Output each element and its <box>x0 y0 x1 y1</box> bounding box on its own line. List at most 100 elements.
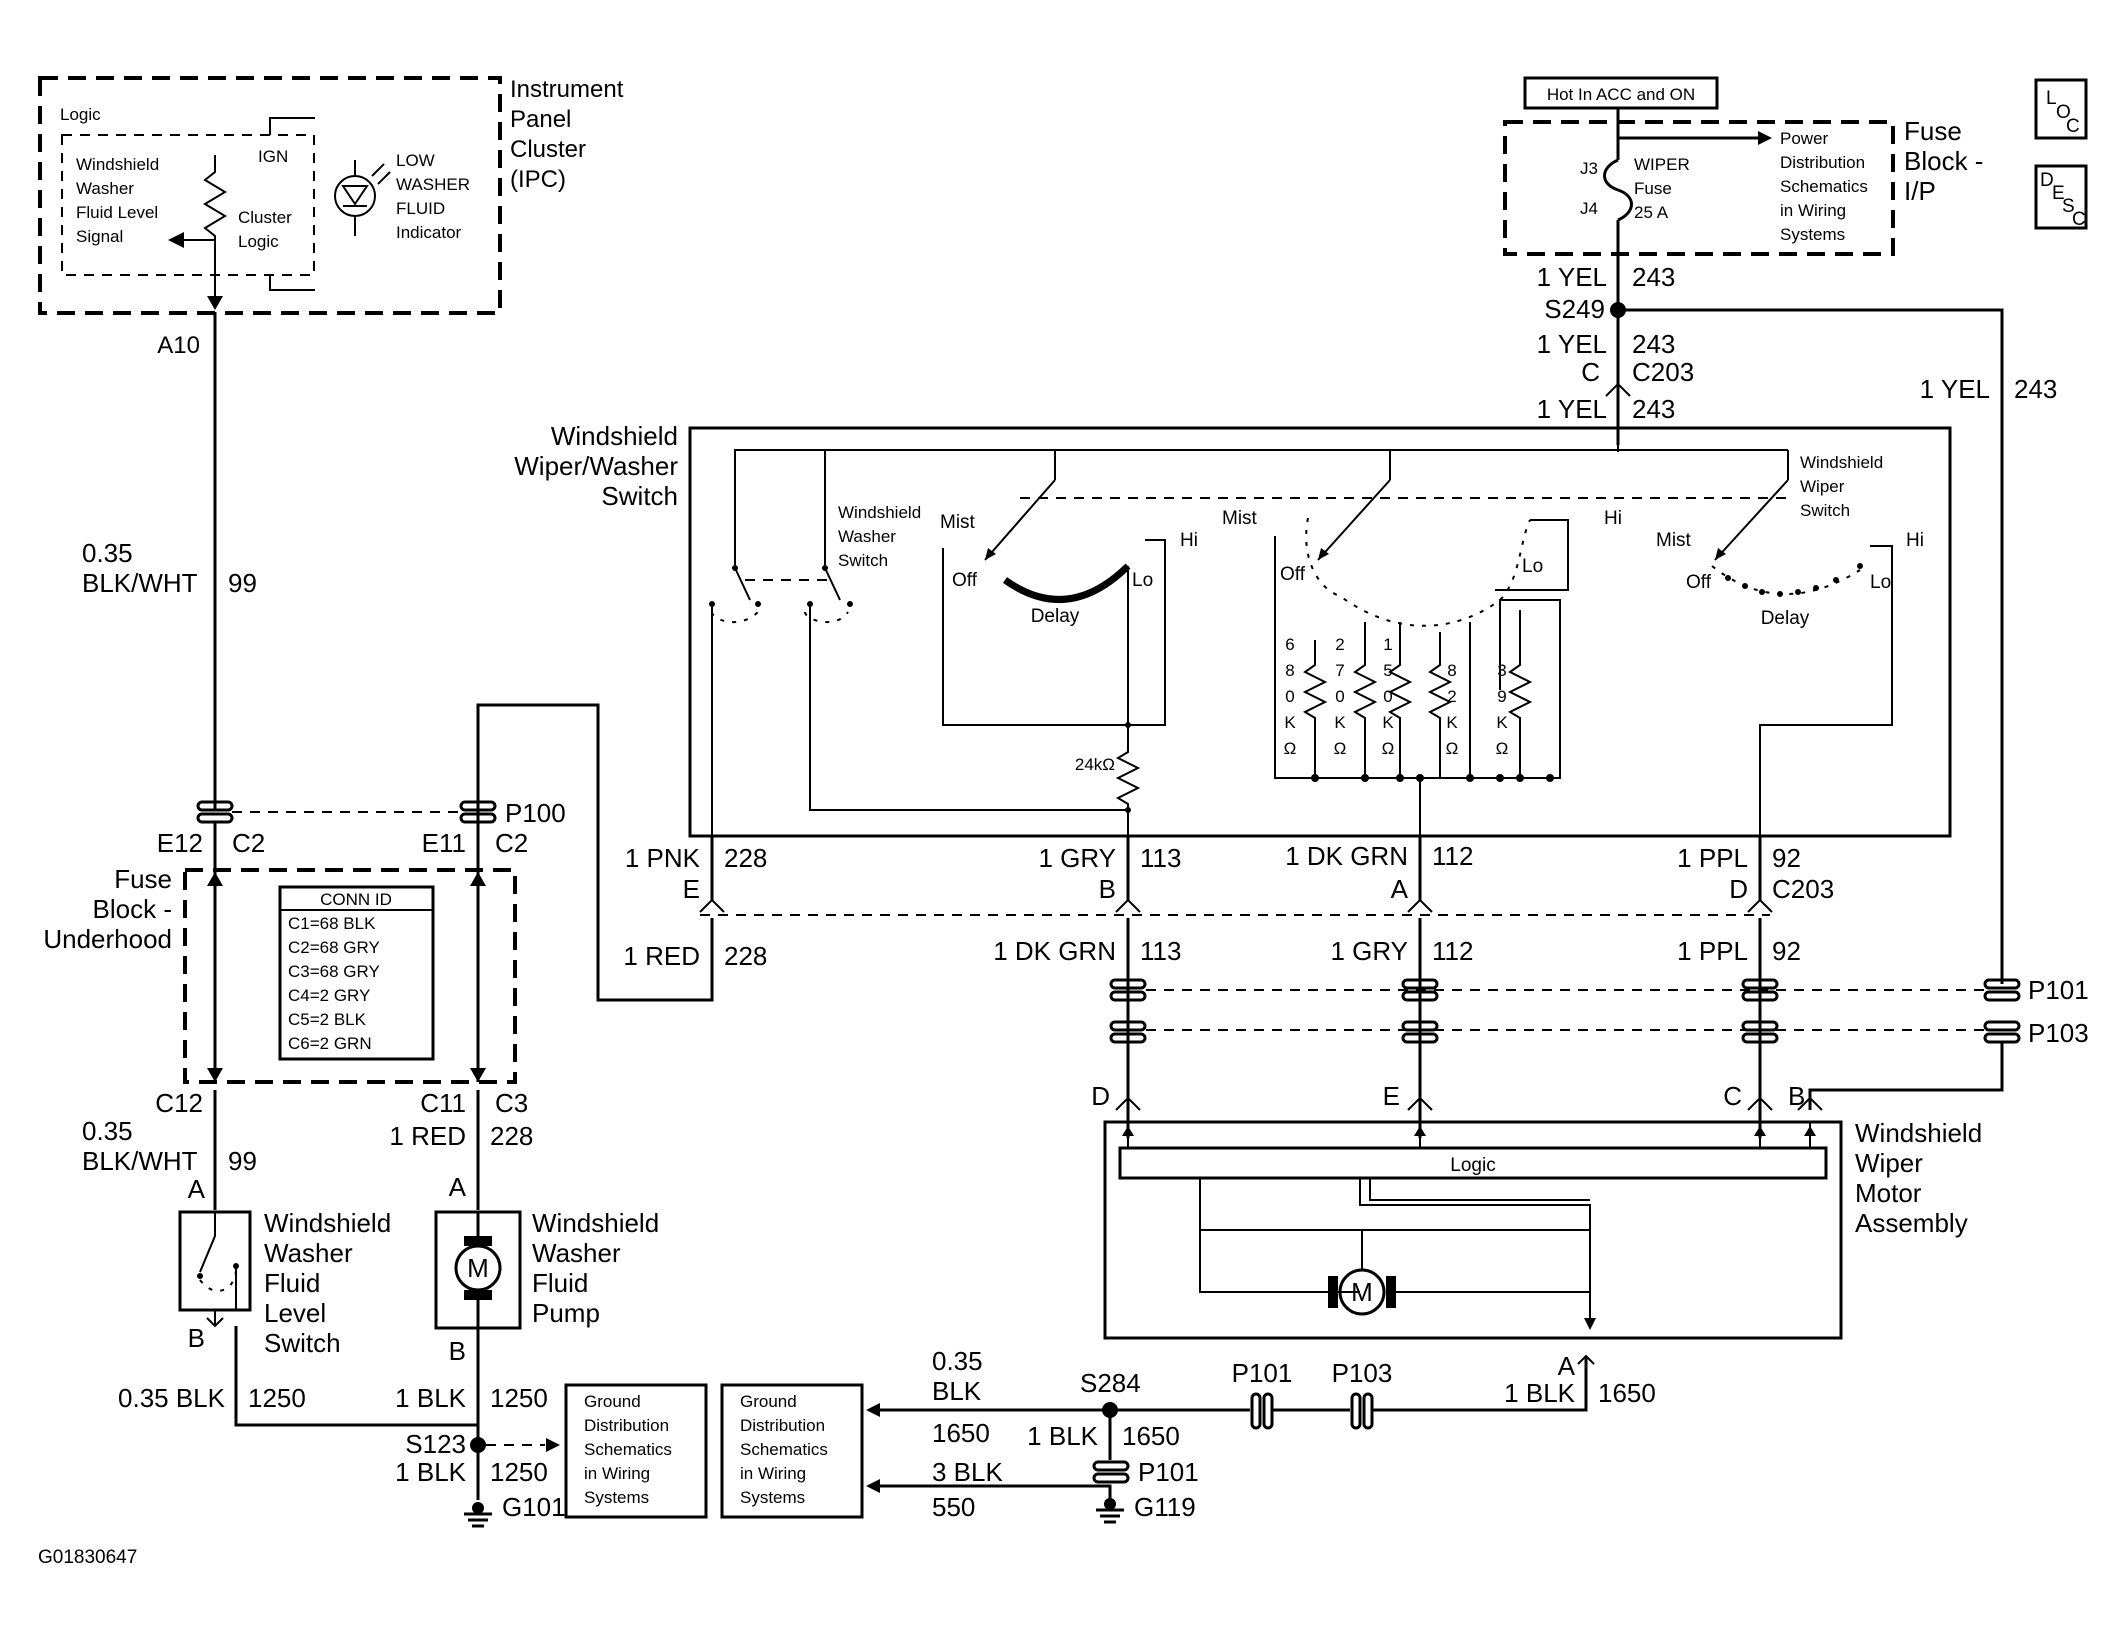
svg-text:2: 2 <box>1447 687 1456 706</box>
svg-text:K: K <box>1496 713 1508 732</box>
wiper-switch-1: Windshield <box>1800 453 1883 472</box>
motor-logic-label: Logic <box>1450 1155 1495 1176</box>
splice-s284-label: S284 <box>1080 1368 1141 1398</box>
svg-text:K: K <box>1334 713 1346 732</box>
svg-text:K: K <box>1284 713 1296 732</box>
svg-text:9: 9 <box>1497 687 1506 706</box>
power-ref-3: Schematics <box>1780 177 1868 196</box>
ipc-indicator-4: Indicator <box>396 223 462 242</box>
level-title-4: Level <box>264 1298 326 1328</box>
wiper-switch-2: Wiper <box>1800 477 1845 496</box>
wiper-fuse-3: 25 A <box>1634 203 1669 222</box>
c203-bottom-color-1: 1 DK GRN <box>993 936 1116 966</box>
feed-wire1-circuit: 243 <box>1632 262 1675 292</box>
c203-bottom-color-3: 1 PPL <box>1677 936 1748 966</box>
gnd-ref-right-3: Schematics <box>740 1440 828 1459</box>
feed-wire1-color: 1 YEL <box>1537 262 1607 292</box>
g119-w3-color: 3 BLK <box>932 1457 1003 1487</box>
pump-gnd-color: 1 BLK <box>395 1383 466 1413</box>
p101-p103-connectors: P101 P103 <box>1109 975 2089 1110</box>
switch-title-3: Switch <box>601 481 678 511</box>
level-gnd-circuit: 1250 <box>248 1383 306 1413</box>
svg-text:8: 8 <box>1285 661 1294 680</box>
desc-icon[interactable]: D E S C <box>2034 164 2088 230</box>
motor-pin-d: D <box>1091 1081 1110 1111</box>
c203-pin-b: B <box>1099 874 1116 904</box>
switch-title-2: Wiper/Washer <box>514 451 678 481</box>
g119-w1-circuit: 1650 <box>932 1418 990 1448</box>
ipc-cluster-logic-1: Cluster <box>238 208 292 227</box>
c203-top-circuit-1: 113 <box>1140 843 1181 873</box>
ipc-title-4: (IPC) <box>510 166 566 193</box>
wiper-off-label: Off <box>1686 572 1712 593</box>
motor-title-4: Assembly <box>1855 1208 1968 1238</box>
c203-bottom-circuit-1: 113 <box>1140 936 1181 966</box>
pump-motor-icon: M <box>454 1236 502 1300</box>
ipc-module: Instrument Panel Cluster (IPC) Logic Win… <box>38 76 624 315</box>
washer-switch-2: Washer <box>838 527 896 546</box>
svg-text:K: K <box>1446 713 1458 732</box>
fuse-ip-title-3: I/P <box>1904 176 1936 206</box>
pump-gnd-circuit: 1250 <box>490 1383 548 1413</box>
level-title-5: Switch <box>264 1328 341 1358</box>
ipc-cluster-logic-2: Logic <box>238 232 279 251</box>
svg-text:L: L <box>2046 88 2057 109</box>
svg-text:3: 3 <box>1497 661 1506 680</box>
c203-pin-e: E <box>683 874 700 904</box>
g101-label: G101 <box>502 1492 566 1522</box>
svg-text:7: 7 <box>1335 661 1344 680</box>
conn-id-c5: C5=2 BLK <box>288 1010 367 1029</box>
delay-mist-label: Mist <box>940 512 976 533</box>
svg-text:M: M <box>467 1253 489 1283</box>
wiper-lo-label: Lo <box>1870 572 1891 593</box>
g119-w2-color: 1 BLK <box>1027 1421 1098 1451</box>
level-wire-gauge: 0.35 <box>82 1116 133 1146</box>
gnd-ref-right-4: in Wiring <box>740 1464 806 1483</box>
g119-w4-circuit: 1650 <box>1598 1378 1656 1408</box>
gnd-ref-left-4: in Wiring <box>584 1464 650 1483</box>
g101-wire-circuit: 1250 <box>490 1457 548 1487</box>
switch-title-1: Windshield <box>551 421 678 451</box>
ground-g101-icon <box>464 1502 492 1528</box>
svg-text:M: M <box>1351 1277 1373 1307</box>
conn-id-c4: C4=2 GRY <box>288 986 370 1005</box>
svg-text:0: 0 <box>1285 687 1294 706</box>
svg-text:2: 2 <box>1335 635 1344 654</box>
loc-icon[interactable]: L O C <box>2034 78 2088 140</box>
pump-title-3: Fluid <box>532 1268 588 1298</box>
motor-title-1: Windshield <box>1855 1118 1982 1148</box>
g101-wire-color: 1 BLK <box>395 1457 466 1487</box>
conn-id-c3: C3=68 GRY <box>288 962 380 981</box>
ipc-signal-1: Windshield <box>76 155 159 174</box>
pump-title-2: Washer <box>532 1238 621 1268</box>
inline-p103-icon <box>1350 1392 1374 1430</box>
g119-w1-gauge: 0.35 <box>932 1346 983 1376</box>
pump-wire-circuit: 228 <box>490 1121 533 1151</box>
c203-bottom-circuit-2: 112 <box>1432 936 1473 966</box>
wiper-fuse-1: WIPER <box>1634 155 1690 174</box>
c203-top-color-1: 1 GRY <box>1038 843 1116 873</box>
motor-pin-e: E <box>1383 1081 1400 1111</box>
washer-switch-3: Switch <box>838 551 888 570</box>
svg-text:6: 6 <box>1285 635 1294 654</box>
gnd-ref-right-2: Distribution <box>740 1416 825 1435</box>
wiper-switch-3: Switch <box>1800 501 1850 520</box>
power-ref-5: Systems <box>1780 225 1845 244</box>
c203-bottom-label: C203 <box>1772 874 1834 904</box>
svg-text:0: 0 <box>1335 687 1344 706</box>
svg-text:K: K <box>1382 713 1394 732</box>
low-washer-fluid-led-icon <box>334 160 391 236</box>
level-title-3: Fluid <box>264 1268 320 1298</box>
wiper-fuse-2: Fuse <box>1634 179 1672 198</box>
ground-g119-icon <box>1096 1498 1124 1524</box>
c203-top-circuit-2: 112 <box>1432 841 1473 871</box>
motor-pin-a: A <box>1558 1351 1576 1381</box>
delay-hi-label: Hi <box>1180 530 1198 551</box>
wiper-motor-assembly: D E C B Windshield Wiper Motor Assembly … <box>1091 1081 1982 1340</box>
power-ref-1: Power <box>1780 129 1829 148</box>
svg-text:D: D <box>2040 170 2054 191</box>
motor-title-3: Motor <box>1855 1178 1922 1208</box>
wiper-hi-label: Hi <box>1906 530 1924 551</box>
fuse-ip-title-2: Block - <box>1904 146 1983 176</box>
